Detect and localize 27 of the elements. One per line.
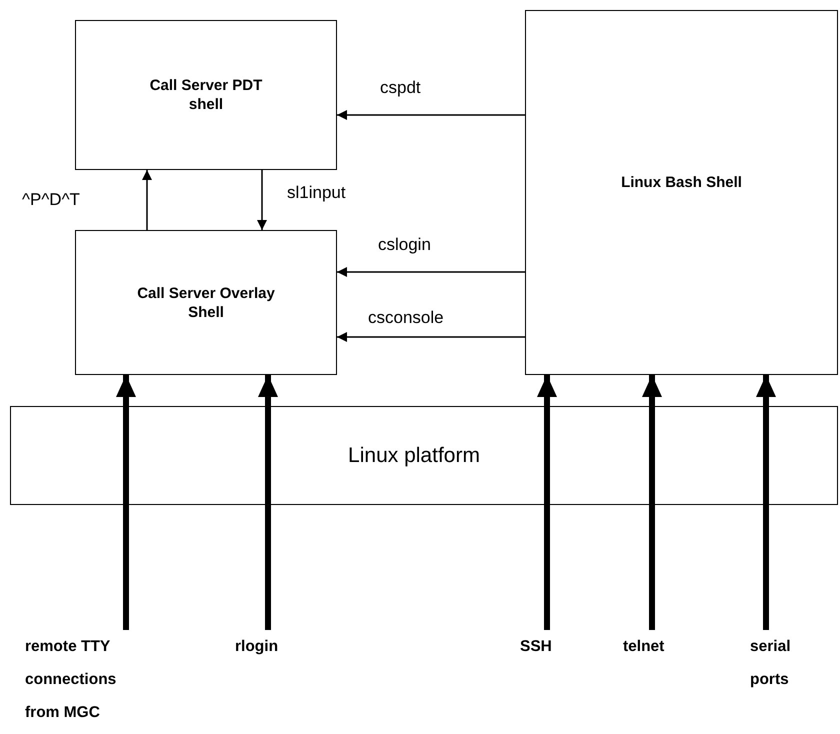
source-label: telnet <box>623 637 666 657</box>
arrow <box>337 267 525 277</box>
source-label: SSH <box>520 637 553 657</box>
box-label: Call Server PDT shell <box>148 76 264 114</box>
arrow <box>337 332 525 342</box>
arrow <box>337 110 525 120</box>
thick-arrow <box>537 375 557 630</box>
thick-arrow <box>116 375 136 630</box>
layer-label: Linux platform <box>348 446 480 465</box>
edge-label: cslogin <box>378 235 431 255</box>
arrow <box>257 170 267 230</box>
box-label: Linux Bash Shell <box>620 173 743 192</box>
shell-box <box>75 230 337 375</box>
edge-label: sl1input <box>287 183 346 203</box>
source-label: rlogin <box>235 637 280 657</box>
edge-label: ^P^D^T <box>22 190 80 210</box>
shell-box <box>75 20 337 170</box>
thick-arrow <box>258 375 278 630</box>
thick-arrow <box>642 375 662 630</box>
thick-arrow <box>756 375 776 630</box>
arrow <box>142 170 152 230</box>
edge-label: cspdt <box>380 78 421 98</box>
edge-label: csconsole <box>368 308 444 328</box>
source-label: remote TTY connections from MGC <box>25 637 118 723</box>
source-label: serial ports <box>750 637 792 690</box>
shell-box <box>525 10 838 375</box>
box-label: Call Server Overlay Shell <box>136 284 276 322</box>
